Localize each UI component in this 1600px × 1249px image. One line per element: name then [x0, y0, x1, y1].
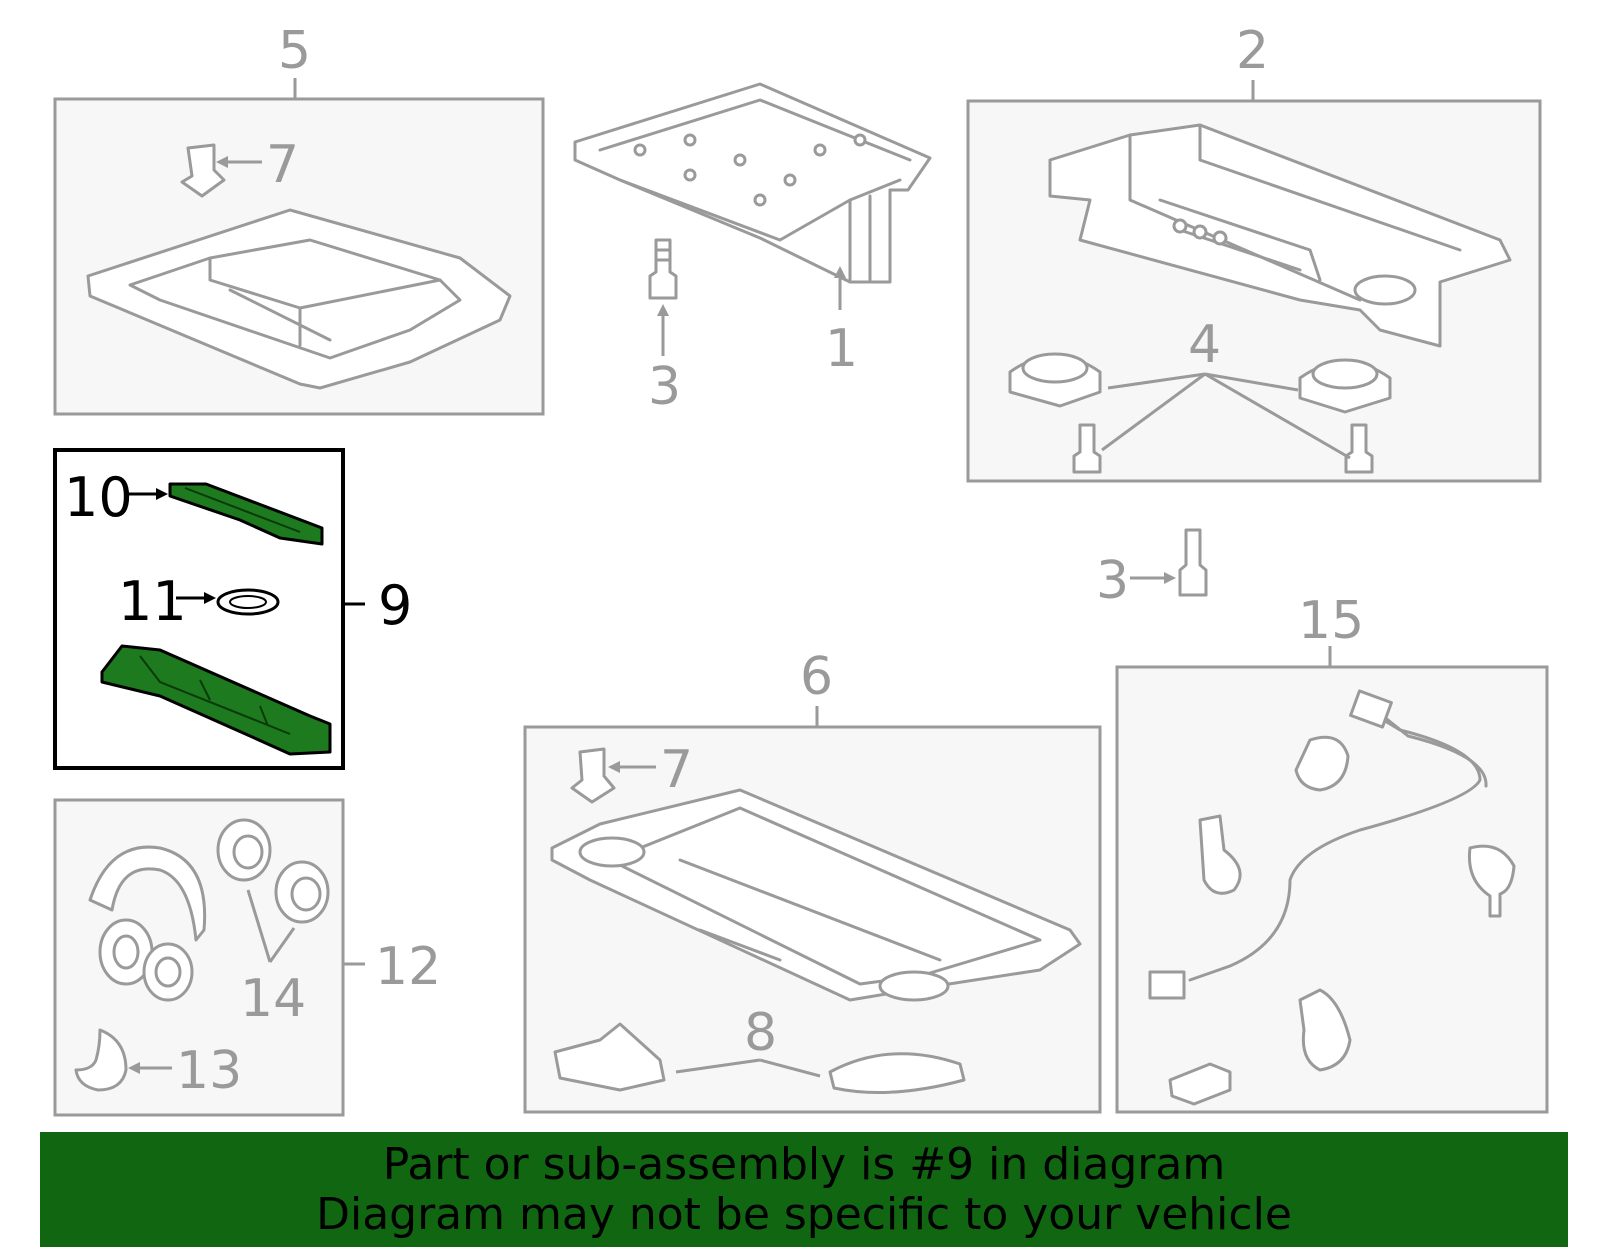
cap-13-icon — [74, 1028, 128, 1092]
screw-left-icon — [1072, 423, 1102, 474]
callout-15: 15 — [1298, 591, 1364, 651]
callout-8: 8 — [744, 1003, 777, 1063]
part-11-washer[interactable] — [216, 588, 280, 616]
bracket-8-left-icon — [553, 1022, 666, 1092]
part-10-strip[interactable] — [168, 482, 324, 546]
callout-1: 1 — [825, 319, 858, 379]
banner-line-2: Diagram may not be specific to your vehi… — [316, 1188, 1292, 1240]
bolt-3-middle: 3 — [1096, 528, 1208, 611]
connector-icon — [1168, 1062, 1232, 1106]
clip-ring-1-icon — [1294, 735, 1350, 792]
callout-3a: 3 — [648, 357, 681, 417]
clip-7b-icon — [570, 747, 616, 804]
callout-7a: 7 — [266, 135, 299, 195]
screw-right-icon — [1344, 423, 1374, 474]
callout-5: 5 — [278, 21, 311, 81]
headphones-icon — [88, 845, 207, 942]
clip-ring-2-icon — [1198, 814, 1242, 895]
callout-11: 11 — [118, 570, 187, 633]
clip-ring-3-icon — [1467, 844, 1516, 918]
callout-9: 9 — [378, 574, 412, 637]
callout-7b: 7 — [660, 740, 693, 800]
callout-14: 14 — [240, 969, 306, 1029]
bolt-icon-2 — [1178, 528, 1208, 597]
bracket-8-right-icon — [828, 1052, 966, 1094]
clip-ring-4-icon — [1298, 988, 1352, 1072]
panel-2-console-base: 2 4 — [966, 21, 1542, 483]
callout-2: 2 — [1236, 21, 1269, 81]
clip-7-icon — [180, 143, 226, 198]
panel-9-selected-subassembly: 9 10 11 — [53, 448, 412, 770]
bolt-3-top: 3 — [648, 238, 681, 417]
callout-13: 13 — [176, 1041, 242, 1101]
part-1-bracket: 1 — [573, 82, 932, 379]
panel-12-headphones: 12 14 13 — [53, 798, 441, 1117]
panel-15-wire-harness: 15 — [1115, 591, 1549, 1114]
panel-6-lower-tray: 6 7 8 — [523, 647, 1102, 1114]
callout-10: 10 — [64, 466, 133, 529]
info-banner: Part or sub-assembly is #9 in diagram Di… — [40, 1132, 1568, 1247]
callout-4: 4 — [1188, 315, 1221, 375]
console-frame-inner — [128, 238, 462, 360]
banner-line-1: Part or sub-assembly is #9 in diagram — [382, 1138, 1226, 1190]
callout-12: 12 — [375, 937, 441, 997]
panel-5-console-frame: 5 7 — [53, 21, 545, 416]
callout-6: 6 — [800, 647, 833, 707]
callout-3b: 3 — [1096, 551, 1129, 611]
